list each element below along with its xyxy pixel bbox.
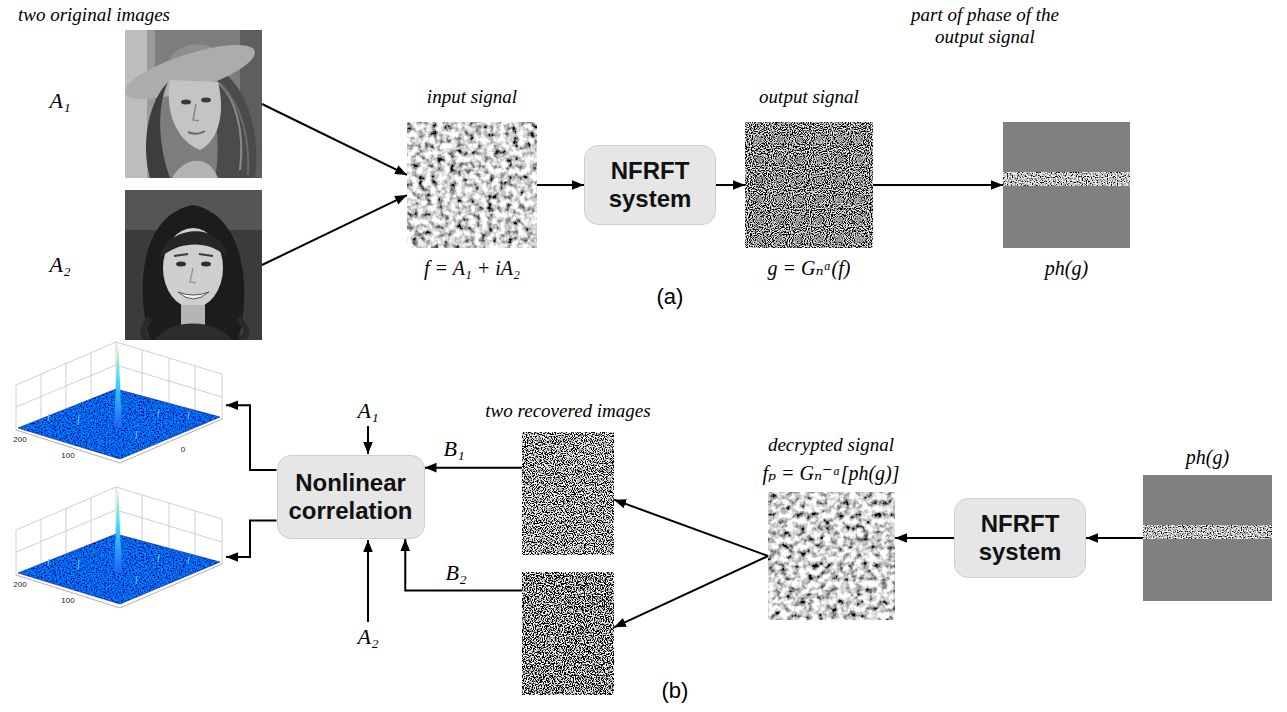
tick-label: 200 bbox=[10, 435, 30, 445]
correlation-plot bbox=[16, 483, 222, 608]
art-part bbox=[155, 324, 232, 341]
box-label: Nonlinear correlation bbox=[288, 469, 414, 524]
art-part bbox=[181, 100, 191, 105]
art-part bbox=[125, 190, 262, 340]
input-label: A₂ bbox=[352, 624, 384, 650]
group-heading: two original images bbox=[18, 4, 218, 27]
art-part bbox=[125, 30, 147, 178]
correlation-plot: 200 100 bbox=[8, 480, 226, 620]
formula: fₚ = Gₙ⁻ᵅ[ph(g)] bbox=[731, 461, 931, 485]
arrow-connector bbox=[262, 195, 407, 265]
phase-image bbox=[1143, 475, 1272, 601]
correlation-plot: 200 100 0 bbox=[8, 335, 226, 470]
art-part bbox=[143, 205, 245, 340]
signal-image: input signalf = A₁ + iA₂ bbox=[407, 122, 537, 248]
phase-image: ph(g) bbox=[1143, 475, 1272, 601]
arrow-connector bbox=[614, 500, 768, 556]
arrow-connector bbox=[614, 556, 768, 627]
tick-label: 100 bbox=[58, 451, 78, 461]
signal-image: output signalg = Gₙᵅ(f) bbox=[745, 122, 873, 248]
noise-image bbox=[768, 492, 895, 620]
image-label: B₁ bbox=[438, 436, 470, 462]
image-caption: part of phase of the output signal bbox=[910, 4, 1060, 48]
formula: ph(g) bbox=[1003, 256, 1130, 280]
panel-label: (b) bbox=[645, 678, 705, 704]
box-label: NFRFT system bbox=[595, 157, 705, 212]
correlation-plot bbox=[16, 338, 222, 463]
arrow-connector bbox=[405, 539, 522, 590]
process-box: NFRFT system bbox=[954, 498, 1086, 578]
recovered-image: B₁ bbox=[522, 432, 614, 555]
art-part bbox=[176, 262, 186, 267]
arrow-connector bbox=[873, 184, 1003, 186]
arrow-connector bbox=[226, 521, 277, 557]
phase-image bbox=[1003, 122, 1130, 248]
art-part bbox=[160, 231, 228, 258]
noise-image bbox=[522, 572, 614, 695]
arrow-connector bbox=[262, 104, 407, 175]
tick-label: 100 bbox=[58, 596, 78, 606]
art-part bbox=[172, 161, 218, 178]
arrow-connector bbox=[537, 184, 584, 186]
noise-image bbox=[745, 122, 873, 248]
process-box: Nonlinear correlation bbox=[277, 455, 425, 539]
art-part bbox=[146, 82, 170, 178]
arrow-connector bbox=[226, 405, 277, 470]
portrait-photo bbox=[125, 190, 262, 340]
noise-image bbox=[407, 122, 537, 248]
panel-label: (a) bbox=[640, 284, 700, 310]
noise-image bbox=[522, 432, 614, 555]
box-label: NFRFT system bbox=[965, 510, 1075, 565]
image-label: A₂ bbox=[40, 252, 80, 278]
arrow-connector bbox=[425, 467, 523, 469]
image-caption: input signal bbox=[387, 86, 557, 109]
image-caption: output signal bbox=[724, 86, 894, 109]
input-label: A₁ bbox=[352, 398, 384, 424]
image-label: A₁ bbox=[40, 88, 80, 114]
recovered-image: B₂ bbox=[522, 572, 614, 695]
photo-image: A₂ bbox=[125, 190, 262, 340]
arrow-connector bbox=[716, 184, 745, 186]
group-heading: two recovered images bbox=[478, 400, 658, 423]
tick-label: 200 bbox=[10, 580, 30, 590]
art-part bbox=[178, 292, 209, 299]
phase-band bbox=[1143, 525, 1272, 539]
art-part bbox=[190, 268, 196, 283]
art-part bbox=[193, 104, 199, 121]
signal-image: decrypted signalfₚ = Gₙ⁻ᵅ[ph(g)] bbox=[768, 492, 895, 620]
lena-photo bbox=[125, 30, 262, 178]
image-caption: decrypted signal bbox=[756, 434, 906, 457]
tick-label: 0 bbox=[176, 445, 190, 455]
art-part bbox=[188, 131, 205, 134]
art-part bbox=[174, 254, 213, 256]
art-part bbox=[201, 98, 211, 103]
process-box: NFRFT system bbox=[584, 145, 716, 225]
phase-image: part of phase of the output signalph(g) bbox=[1003, 122, 1130, 248]
formula: g = Gₙᵅ(f) bbox=[709, 256, 909, 280]
art-part bbox=[222, 85, 248, 175]
arrow-connector bbox=[1086, 537, 1143, 539]
input-arrow bbox=[367, 540, 369, 622]
art-part bbox=[169, 80, 221, 150]
image-label: B₂ bbox=[440, 560, 472, 586]
art-part bbox=[201, 262, 211, 267]
formula: ph(g) bbox=[1143, 445, 1272, 469]
arrow-connector bbox=[895, 537, 954, 539]
input-arrow bbox=[367, 426, 369, 454]
photo-image: A₁ bbox=[125, 30, 262, 178]
formula: f = A₁ + iA₂ bbox=[372, 256, 572, 280]
phase-band bbox=[1003, 172, 1130, 186]
